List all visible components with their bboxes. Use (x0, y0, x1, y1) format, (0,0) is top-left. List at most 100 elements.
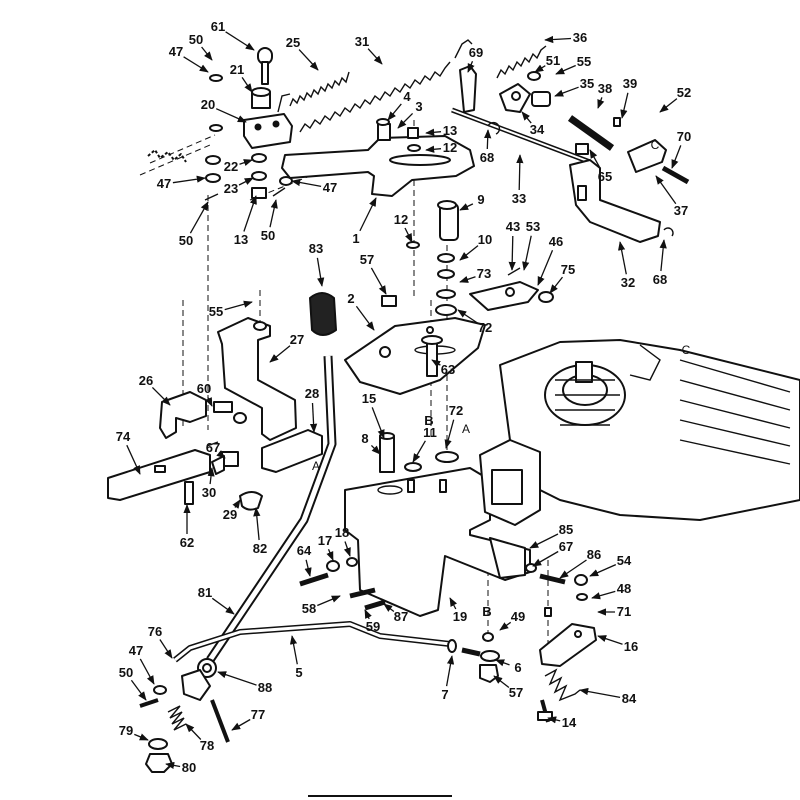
callout-2: 2 (347, 291, 354, 306)
callout-55: 55 (577, 54, 591, 69)
callout-48: 48 (617, 581, 631, 596)
callout-50: 50 (189, 32, 203, 47)
callout-3: 3 (415, 99, 422, 114)
callout-leader (298, 49, 319, 71)
callout-leader (412, 440, 426, 463)
callout-13: 13 (234, 232, 248, 247)
callout-leader (364, 609, 372, 620)
callout-leader (554, 86, 579, 97)
callout-leader (499, 621, 512, 631)
callout-leader (559, 559, 587, 579)
callout-leader (309, 402, 318, 433)
callout-65: 65 (598, 169, 612, 184)
callout-46: 46 (549, 234, 563, 249)
reference-letter-a: A (312, 459, 320, 473)
callout-68: 68 (480, 150, 494, 165)
callout-leader (134, 733, 149, 741)
callout-leader (371, 407, 385, 439)
callout-7: 7 (441, 687, 448, 702)
callout-leader (225, 31, 255, 51)
callout-32: 32 (621, 275, 635, 290)
callout-leader (547, 716, 561, 724)
callout-36: 36 (573, 30, 587, 45)
callout-leader (207, 467, 215, 485)
callout-leader (532, 550, 559, 567)
callout-33: 33 (512, 191, 526, 206)
callout-leader (425, 145, 442, 153)
callout-58: 58 (302, 601, 316, 616)
callout-leader (231, 718, 251, 731)
callout-leader (397, 112, 414, 129)
callout-35: 35 (580, 76, 594, 91)
callout-leader (370, 267, 387, 295)
left-brackets (107, 317, 323, 511)
callout-57: 57 (360, 252, 374, 267)
callout-leader (597, 635, 623, 645)
springs (277, 39, 547, 133)
callout-47: 47 (129, 643, 143, 658)
callout-leader (655, 175, 677, 205)
callout-leader (387, 103, 402, 121)
callout-leader (618, 241, 627, 275)
callout-leader (201, 46, 213, 61)
callout-leader (589, 149, 602, 170)
callout-5: 5 (295, 665, 302, 680)
callout-16: 16 (624, 639, 638, 654)
callout-leader (671, 145, 682, 169)
callout-leader (367, 48, 383, 65)
callout-60: 60 (197, 381, 211, 396)
callout-70: 70 (677, 129, 691, 144)
callout-B: B (482, 604, 491, 619)
callout-50: 50 (119, 665, 133, 680)
callout-82: 82 (253, 541, 267, 556)
callout-47: 47 (323, 180, 337, 195)
callout-29: 29 (223, 507, 237, 522)
callout-54: 54 (617, 553, 632, 568)
callout-leader (217, 671, 257, 686)
callout-12: 12 (394, 212, 408, 227)
callout-leader (211, 597, 235, 615)
callout-leader (659, 98, 678, 113)
callout-59: 59 (366, 619, 380, 634)
callout-leader (269, 345, 291, 363)
callout-leader (239, 159, 253, 167)
callout-86: 86 (587, 547, 601, 562)
callout-leader (404, 227, 413, 243)
callout-81: 81 (198, 585, 212, 600)
callout-leader (130, 679, 147, 701)
callout-10: 10 (478, 232, 492, 247)
callout-61: 61 (211, 19, 225, 34)
callout-27: 27 (290, 332, 304, 347)
callout-37: 37 (674, 203, 688, 218)
callout-leader (165, 761, 181, 770)
callout-leader (589, 564, 617, 577)
callout-leader (445, 655, 455, 687)
callout-26: 26 (139, 373, 153, 388)
callout-leader (537, 250, 554, 286)
callout-22: 22 (224, 159, 238, 174)
lever-16 (482, 574, 597, 723)
callout-62: 62 (180, 535, 194, 550)
callout-87: 87 (394, 609, 408, 624)
callout-leader (431, 359, 441, 368)
callout-leader (189, 201, 209, 234)
callout-leader (343, 541, 351, 557)
callout-leader (316, 257, 325, 287)
callout-73: 73 (477, 266, 491, 281)
parts-artwork (107, 39, 800, 797)
callout-85: 85 (559, 522, 573, 537)
callout-23: 23 (224, 181, 238, 196)
callout-52: 52 (677, 85, 691, 100)
callout-38: 38 (598, 81, 612, 96)
callout-4: 4 (403, 89, 411, 104)
callout-17: 17 (318, 533, 332, 548)
callout-leader (459, 245, 479, 261)
callout-71: 71 (617, 604, 631, 619)
callout-leader (216, 449, 226, 459)
callout-leader (521, 111, 532, 124)
callout-19: 19 (453, 609, 467, 624)
callout-57: 57 (509, 685, 523, 700)
rod-and-brackets (451, 65, 690, 243)
callout-67: 67 (559, 539, 573, 554)
